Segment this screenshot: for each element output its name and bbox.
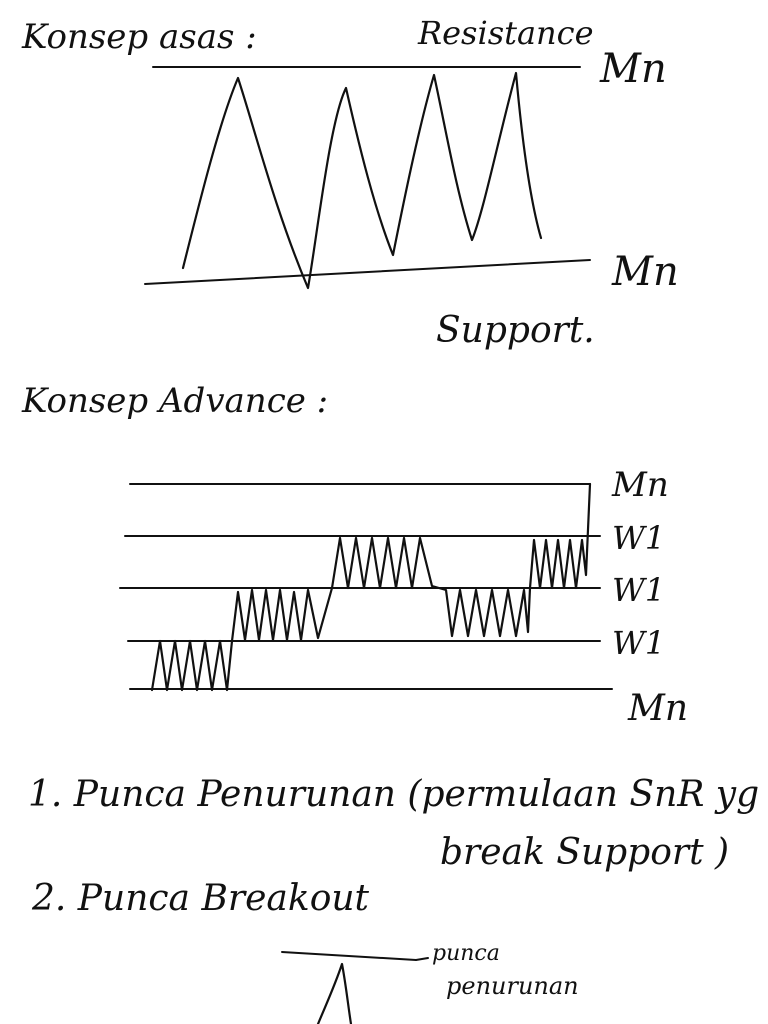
advanced-concept-diagram: Konsep Advance : Mn W1 W1 W1 Mn — [21, 381, 688, 729]
support-line — [144, 259, 591, 285]
basic-concept-heading: Konsep asas : — [21, 17, 257, 57]
notes-list: 1. Punca Penurunan (permulaan SnR yg bre… — [28, 774, 759, 919]
level-label-bottom-mn: Mn — [627, 688, 688, 729]
label-pointer-line — [415, 957, 429, 961]
price-zigzag — [181, 71, 543, 290]
level-label-top-mn: Mn — [611, 465, 669, 505]
staircase-price-zigzag — [150, 482, 592, 692]
basic-concept-diagram: Konsep asas : Resistance Mn Mn Support. — [21, 14, 679, 351]
cause-label-line-1: punca — [432, 941, 500, 966]
support-level-label: Mn — [611, 249, 679, 295]
price-peak-stroke — [316, 962, 353, 1024]
cause-label-line-2: penurunan — [446, 972, 579, 1000]
level-label-w1-upper: W1 — [612, 519, 665, 557]
peak-level-line — [281, 951, 417, 961]
note-item-1-line-2: break Support ) — [440, 832, 729, 873]
level-label-w1-middle: W1 — [612, 571, 665, 609]
resistance-level-label: Mn — [599, 46, 667, 92]
note-item-2: 2. Punca Breakout — [31, 878, 370, 919]
cause-of-decline-sketch: punca penurunan — [281, 941, 579, 1024]
advanced-concept-heading: Konsep Advance : — [21, 381, 328, 421]
note-item-1-line-1: 1. Punca Penurunan (permulaan SnR yg — [28, 774, 759, 815]
level-label-w1-lower: W1 — [612, 624, 665, 662]
support-label: Support. — [436, 310, 595, 351]
resistance-label: Resistance — [417, 14, 594, 52]
